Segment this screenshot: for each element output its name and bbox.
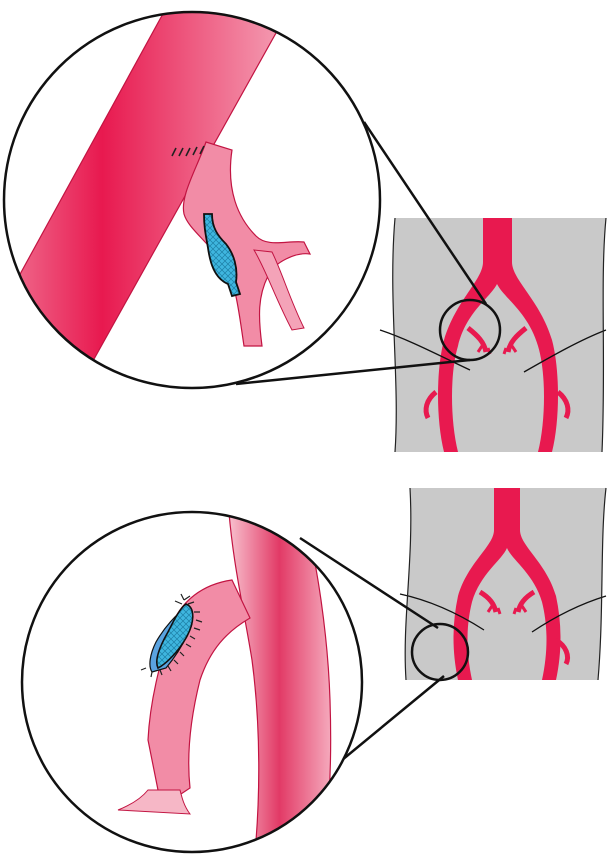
top-torso [380,218,606,452]
bottom-magnified-detail [0,500,400,860]
top-panel [0,0,606,452]
bottom-torso [400,488,606,680]
top-magnified-detail [0,0,400,420]
bottom-panel [0,488,606,860]
